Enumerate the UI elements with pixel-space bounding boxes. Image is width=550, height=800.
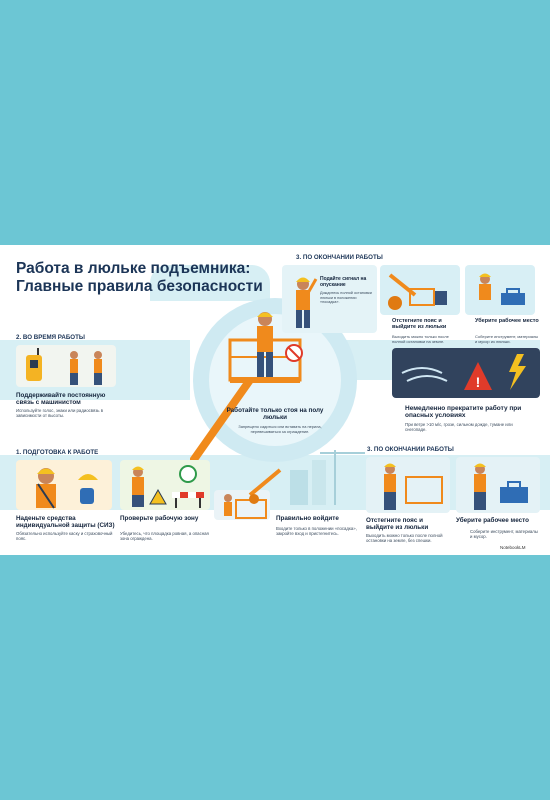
clean-bottom-title: Уберите рабочее место xyxy=(456,517,529,524)
toolbox-icon xyxy=(479,273,525,305)
communication-text: Используйте голос, знаки или радиосвязь … xyxy=(16,408,104,419)
danger-text: При ветре >10 м/с, грозе, сильном дожде,… xyxy=(405,422,513,433)
enter-title: Правильно войдите xyxy=(276,515,339,522)
ppe-panel xyxy=(16,460,112,510)
enter-text: Входите только в положении «посадка», за… xyxy=(276,526,357,537)
section-header-after-bottom: 3. ПО ОКОНЧАНИИ РАБОТЫ xyxy=(367,446,454,453)
clean-bottom-text: Соберите инструмент, материалы и мусор. xyxy=(470,529,538,540)
belt-bottom-title: Отстегните пояс и выйдите из люльки xyxy=(366,517,429,532)
walkie-talkie-icon xyxy=(26,348,102,385)
belt-top-text: Выходить можно только после полной остан… xyxy=(392,334,449,344)
signal-text: Дождитесь полной остановки люльки в поло… xyxy=(320,291,372,305)
page-title: Работа в люльке подъемника: Главные прав… xyxy=(16,260,263,296)
infographic-card: Работа в люльке подъемника: Главные прав… xyxy=(0,245,550,555)
belt-top-title: Отстегните пояс и выйдите из люльки xyxy=(392,318,447,331)
signal-title: Подайте сигнал на опускание xyxy=(320,276,367,288)
barrier-icon xyxy=(132,465,204,508)
center-title: Работайте только стоя на полу люльки xyxy=(226,407,324,422)
lightning-icon: ! xyxy=(401,354,526,390)
communication-title: Поддерживайте постоянную связь с машинис… xyxy=(16,392,106,407)
flow-arrow-top xyxy=(150,265,270,301)
ppe-text: Обязательно используйте каску и страхово… xyxy=(16,531,113,542)
weather-panel: ! xyxy=(392,348,540,398)
clean-top-title: Уберите рабочее место xyxy=(475,318,539,324)
center-text: Запрещено садиться или вставать на перил… xyxy=(238,424,322,434)
lift-descend-panel xyxy=(380,265,460,315)
toolbox-icon xyxy=(474,463,528,510)
zone-panel xyxy=(120,460,210,510)
crane-icon xyxy=(388,273,447,310)
svg-text:!: ! xyxy=(476,374,481,390)
zone-title: Проверьте рабочую зону xyxy=(120,515,199,522)
section-header-prep: 1. ПОДГОТОВКА К РАБОТЕ xyxy=(16,449,99,456)
cleanup-bottom-panel xyxy=(456,457,540,513)
section-header-after-top: 3. ПО ОКОНЧАНИИ РАБОТЫ xyxy=(296,254,383,261)
belt-bottom-text: Выходить можно только после полной остан… xyxy=(366,533,443,544)
construction-skyline xyxy=(248,450,365,505)
enter-panel xyxy=(214,490,270,520)
danger-title: Немедленно прекратите работу при опасных… xyxy=(405,405,522,420)
signal-panel: Подайте сигнал на опускание Дождитесь по… xyxy=(282,265,377,333)
belt-bottom-panel xyxy=(366,457,450,513)
ppe-title: Наденьте средства индивидуальной защиты … xyxy=(16,515,115,530)
watermark: NotebookLM xyxy=(500,545,526,550)
worker-exit-icon xyxy=(384,463,443,510)
lift-basket-illustration xyxy=(190,312,303,465)
clean-top-text: Соберите инструмент, материалы и мусор и… xyxy=(475,334,539,344)
section-header-during: 2. ВО ВРЕМЯ РАБОТЫ xyxy=(16,334,85,341)
gloves-icon xyxy=(80,488,94,504)
cleanup-top-panel xyxy=(465,265,535,315)
worker-signal-icon xyxy=(296,277,318,328)
helmet-icon xyxy=(36,468,98,509)
warning-triangle-icon xyxy=(149,488,167,505)
zone-text: Убедитесь, что площадка ровная, а опасна… xyxy=(120,531,209,542)
communication-panel xyxy=(16,345,116,387)
